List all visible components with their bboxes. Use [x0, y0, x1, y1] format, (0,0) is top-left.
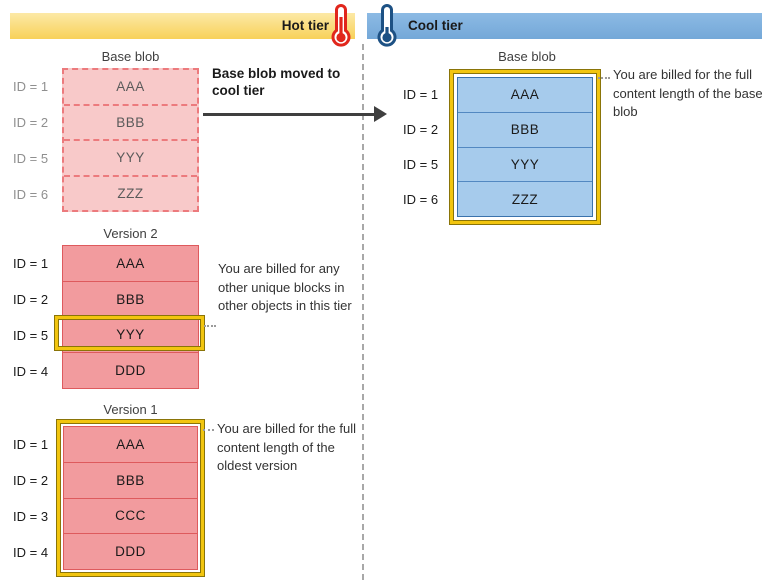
block-cell: CCC — [64, 499, 197, 535]
thermometer-hot-icon — [331, 3, 351, 47]
block-cell: AAA — [64, 427, 197, 463]
block-cell: DDD — [115, 544, 146, 560]
version2-highlight-box — [55, 316, 204, 350]
hot-base-blob-table: AAA BBB YYY ZZZ — [62, 68, 199, 212]
id-label: ID = 2 — [13, 114, 49, 130]
version1-highlight-box — [57, 420, 204, 576]
move-arrow-head-icon — [374, 106, 387, 122]
leader-dots — [203, 429, 214, 431]
id-label: ID = 5 — [403, 157, 439, 172]
version1-title: Version 1 — [103, 402, 158, 417]
id-label: ID = 1 — [13, 78, 49, 94]
id-label: ID = 4 — [13, 544, 49, 560]
move-arrow-line — [203, 113, 375, 116]
id-label: ID = 2 — [13, 472, 49, 488]
block-cell: AAA — [458, 78, 592, 113]
hot-base-blob-title: Base blob — [101, 49, 160, 64]
cool-base-blob-highlight-box — [450, 70, 600, 224]
leader-dots — [204, 325, 216, 327]
id-label: ID = 2 — [403, 122, 439, 137]
id-label: ID = 1 — [403, 87, 439, 102]
block-cell: AAA — [63, 246, 198, 282]
block-cell: YYY — [458, 148, 592, 183]
cool-base-blob-title: Base blob — [498, 49, 556, 64]
id-label: ID = 4 — [13, 363, 49, 379]
block-cell: YYY — [64, 141, 197, 177]
id-label: ID = 6 — [403, 192, 439, 207]
id-label: ID = 1 — [13, 436, 49, 452]
tier-divider-line — [362, 44, 364, 580]
thermometer-cold-icon — [377, 3, 397, 47]
block-cell: ZZZ — [117, 185, 144, 201]
id-label: ID = 2 — [13, 291, 49, 307]
id-label: ID = 5 — [13, 150, 49, 166]
cool-tier-header-bar: Cool tier — [367, 13, 762, 39]
id-label: ID = 3 — [13, 508, 49, 524]
cool-tier-label: Cool tier — [408, 18, 463, 33]
version2-annotation: You are billed for any other unique bloc… — [218, 261, 352, 313]
id-label: ID = 1 — [13, 255, 49, 271]
block-cell: DDD — [115, 363, 146, 379]
hot-tier-header-bar: Hot tier — [10, 13, 355, 39]
version1-annotation: You are billed for the full content leng… — [217, 421, 357, 473]
block-cell: AAA — [64, 70, 197, 106]
block-cell: YYY — [63, 318, 198, 354]
cool-base-blob-annotation: You are billed for the full content leng… — [613, 67, 762, 119]
move-note: Base blob moved to cool tier — [212, 66, 341, 98]
version2-title: Version 2 — [103, 226, 158, 241]
block-cell: BBB — [64, 106, 197, 141]
block-cell: BBB — [64, 463, 197, 499]
id-label: ID = 6 — [13, 186, 49, 202]
id-label: ID = 5 — [13, 327, 49, 343]
cool-base-blob-table: AAA BBB YYY ZZZ — [457, 77, 593, 217]
block-cell: BBB — [458, 113, 592, 148]
leader-dots — [598, 77, 610, 79]
hot-tier-label: Hot tier — [281, 18, 329, 33]
version1-table: AAA BBB CCC DDD — [63, 426, 198, 570]
block-cell: ZZZ — [511, 191, 539, 207]
block-cell: BBB — [63, 282, 198, 318]
